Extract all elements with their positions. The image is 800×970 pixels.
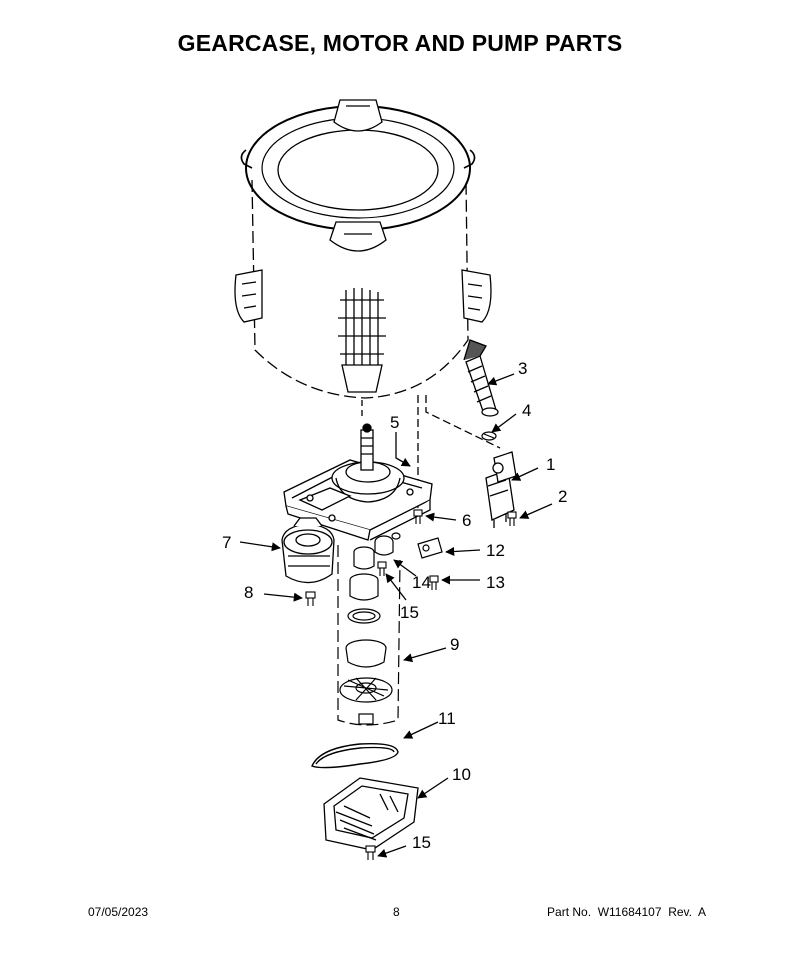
motor-shield xyxy=(323,777,419,851)
hose-clamp xyxy=(481,431,497,441)
callout-14: 14 xyxy=(412,573,431,592)
clutch-assembly xyxy=(337,545,401,726)
callout-12: 12 xyxy=(486,541,505,560)
outer-tub xyxy=(234,99,501,510)
callout-2: 2 xyxy=(558,487,567,506)
motor-screw xyxy=(305,591,316,606)
leader-lines xyxy=(239,373,553,858)
callout-8: 8 xyxy=(244,583,253,602)
callout-13: 13 xyxy=(486,573,505,592)
callout-6: 6 xyxy=(462,511,471,530)
callout-15-top: 15 xyxy=(400,603,419,622)
shield-screw xyxy=(365,845,376,860)
callout-1: 1 xyxy=(546,455,555,474)
callout-numbers: 1 2 3 4 5 6 7 8 9 10 11 12 13 14 15 15 xyxy=(222,359,567,852)
callout-3: 3 xyxy=(518,359,527,378)
callout-5: 5 xyxy=(390,413,399,432)
callout-4: 4 xyxy=(522,401,531,420)
drain-pump xyxy=(485,451,517,528)
connector-screw xyxy=(429,575,439,590)
motor xyxy=(281,517,335,584)
footer-part-number: Part No. W11684107 Rev. A xyxy=(547,905,706,919)
footer-date: 07/05/2023 xyxy=(88,905,149,919)
gearcase xyxy=(283,423,433,541)
footer-page-number: 8 xyxy=(393,905,400,919)
connector xyxy=(417,537,443,559)
callout-11: 11 xyxy=(438,709,456,728)
callout-15-bottom: 15 xyxy=(412,833,431,852)
page-title: GEARCASE, MOTOR AND PUMP PARTS xyxy=(177,30,623,56)
drive-belt xyxy=(311,742,399,769)
callout-7: 7 xyxy=(222,533,231,552)
coupling-part xyxy=(374,532,401,556)
callout-9: 9 xyxy=(450,635,459,654)
gearcase-screw xyxy=(413,509,423,524)
callout-10: 10 xyxy=(452,765,471,784)
drain-hose xyxy=(463,339,499,417)
coupling-screw xyxy=(377,561,387,576)
pump-screw xyxy=(507,511,517,526)
